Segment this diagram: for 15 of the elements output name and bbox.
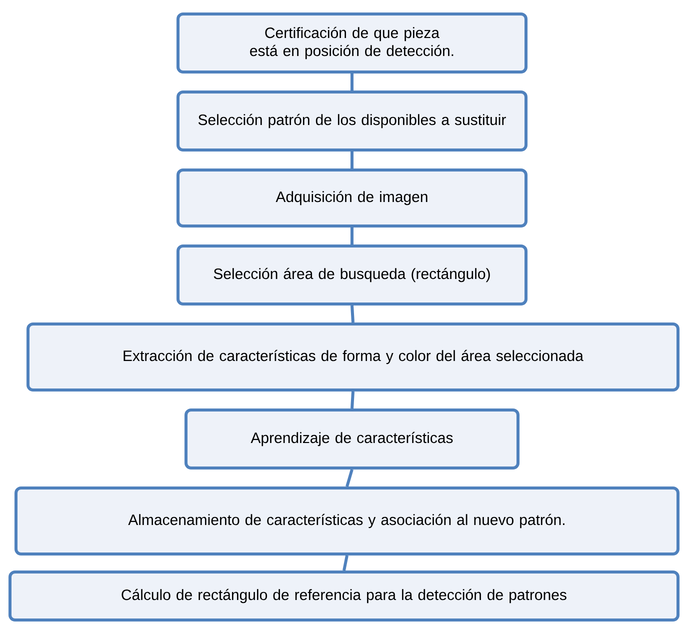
process-box: Almacenamiento de características y asociación al nuevo patrón. [14, 486, 680, 556]
process-box: Selección área de busqueda (rectángulo) [176, 244, 528, 306]
connector-line [350, 305, 354, 323]
process-box: Extracción de características de forma y color del área seleccionada [26, 322, 680, 392]
process-box: Certificación de que pieza está en posición de detección. [176, 12, 528, 74]
process-box: Aprendizaje de características [184, 408, 520, 470]
connector-line [342, 555, 348, 571]
connector-line [350, 228, 354, 244]
process-box: Adquisición de imagen [176, 168, 528, 228]
connector-line [350, 391, 354, 409]
process-box: Selección patrón de los disponibles a sustituir [176, 90, 528, 152]
connector-line [350, 152, 354, 168]
connector-line [346, 469, 354, 487]
connector-line [350, 74, 354, 90]
process-box: Cálculo de rectángulo de referencia para la detección de patrones [8, 570, 680, 622]
